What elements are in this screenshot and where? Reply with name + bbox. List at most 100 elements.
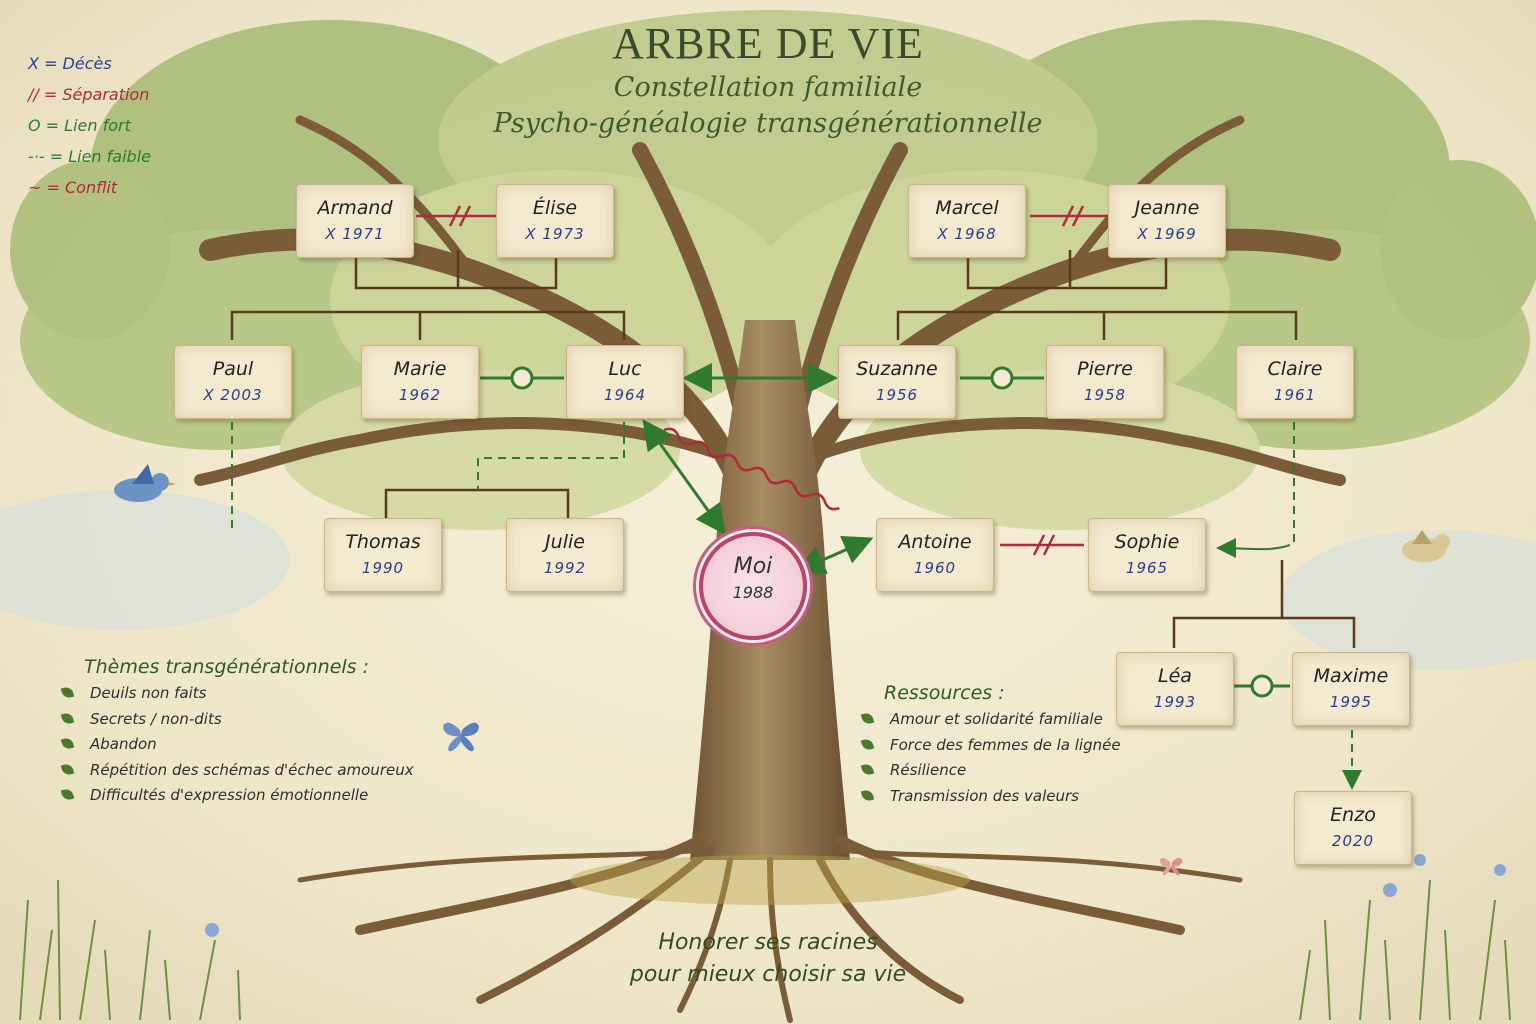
- resources-panel: Ressources : Amour et solidarité familia…: [862, 682, 1162, 812]
- person-year: 1964: [603, 386, 647, 404]
- person-antoine: Antoine 1960: [876, 518, 994, 592]
- themes-panel: Thèmes transgénérationnels : Deuils non …: [62, 656, 442, 812]
- person-julie: Julie 1992: [506, 518, 624, 592]
- legend-item-separation: // = Séparation: [28, 79, 151, 110]
- resource-item: Amour et solidarité familiale: [862, 710, 1162, 736]
- flower-icons: [205, 854, 1506, 937]
- legend-symbol: ~: [28, 178, 42, 197]
- legend-item-strong-link: O = Lien fort: [28, 110, 151, 141]
- conflict-link: [663, 427, 840, 511]
- person-year: 1990: [361, 559, 405, 577]
- legend-item-death: X = Décès: [28, 48, 151, 79]
- resource-item: Transmission des valeurs: [862, 787, 1162, 813]
- person-jeanne: Jeanne X 1969: [1108, 184, 1226, 258]
- weak-links: [231, 422, 1353, 778]
- legend-label: = Lien fort: [45, 116, 131, 135]
- legend-symbol: O: [28, 116, 41, 135]
- person-year: 1965: [1125, 559, 1169, 577]
- theme-item: Abandon: [62, 735, 442, 761]
- themes-title: Thèmes transgénérationnels :: [84, 656, 369, 678]
- person-name: Moi: [733, 554, 773, 579]
- sky-wash-left: [0, 490, 290, 630]
- person-year: X 1969: [1137, 225, 1197, 243]
- person-year: 1962: [398, 386, 442, 404]
- person-year: 1993: [1153, 693, 1197, 711]
- person-year: 1988: [732, 583, 774, 602]
- legend-label: = Séparation: [43, 85, 150, 104]
- theme-item: Deuils non faits: [62, 684, 442, 710]
- person-claire: Claire 1961: [1236, 345, 1354, 419]
- subtitle-psychogenealogy: Psycho-généalogie transgénérationnelle: [493, 108, 1043, 139]
- legend-label: = Lien faible: [49, 147, 151, 166]
- person-sophie: Sophie 1965: [1088, 518, 1206, 592]
- person-year: X 2003: [203, 386, 263, 404]
- person-year: 1995: [1329, 693, 1373, 711]
- person-year: 1992: [543, 559, 587, 577]
- person-marcel: Marcel X 1968: [908, 184, 1026, 258]
- person-name: Paul: [212, 358, 254, 380]
- person-name: Jeanne: [1134, 197, 1200, 219]
- grass-left: [19, 879, 241, 1021]
- butterfly-icon-blue: [443, 722, 479, 752]
- person-name: Luc: [608, 358, 642, 380]
- legend-label: = Conflit: [46, 178, 118, 197]
- person-name: Maxime: [1313, 665, 1389, 687]
- person-year: X 1971: [325, 225, 385, 243]
- bird-icon-right: [1402, 530, 1450, 562]
- separation-links: [416, 205, 1108, 556]
- person-year: X 1968: [937, 225, 997, 243]
- person-name: Pierre: [1077, 358, 1133, 380]
- person-year: X 1973: [525, 225, 585, 243]
- strong-links: [480, 363, 1291, 698]
- person-name: Suzanne: [856, 358, 938, 380]
- person-name: Antoine: [898, 531, 972, 553]
- roots: [297, 835, 1243, 1023]
- person-name: Marcel: [935, 197, 999, 219]
- person-name: Sophie: [1114, 531, 1180, 553]
- person-suzanne: Suzanne 1956: [838, 345, 956, 419]
- motto-line1: Honorer ses racines: [658, 930, 878, 955]
- legend-symbol: X: [28, 54, 39, 73]
- subtitle-constellation: Constellation familiale: [613, 72, 923, 103]
- person-name: Léa: [1158, 665, 1192, 687]
- person-thomas: Thomas 1990: [324, 518, 442, 592]
- person-name: Marie: [393, 358, 447, 380]
- person-name: Armand: [317, 197, 393, 219]
- resource-item: Résilience: [862, 761, 1162, 787]
- motto-line2: pour mieux choisir sa vie: [629, 962, 907, 987]
- person-elise: Élise X 1973: [496, 184, 614, 258]
- butterfly-icon-pink: [1159, 857, 1183, 876]
- person-armand: Armand X 1971: [296, 184, 414, 258]
- legend-symbol: -·-: [28, 147, 45, 166]
- page-title: ARBRE DE VIE: [612, 19, 924, 68]
- person-maxime: Maxime 1995: [1292, 652, 1410, 726]
- person-name: Enzo: [1330, 804, 1376, 826]
- person-year: 1958: [1083, 386, 1127, 404]
- resources-title: Ressources :: [884, 682, 1005, 704]
- person-luc: Luc 1964: [566, 345, 684, 419]
- person-name: Élise: [532, 197, 578, 219]
- bird-icon-left: [114, 464, 176, 502]
- legend: X = Décès // = Séparation O = Lien fort …: [28, 48, 151, 203]
- person-moi: Moi 1988: [699, 532, 807, 640]
- legend-item-weak-link: -·- = Lien faible: [28, 141, 151, 172]
- person-name: Thomas: [345, 531, 421, 553]
- theme-item: Difficultés d'expression émotionnelle: [62, 786, 442, 812]
- legend-item-conflict: ~ = Conflit: [28, 172, 151, 203]
- resource-item: Force des femmes de la lignée: [862, 736, 1162, 762]
- person-paul: Paul X 2003: [174, 345, 292, 419]
- ground-moss: [570, 855, 970, 905]
- theme-item: Secrets / non-dits: [62, 710, 442, 736]
- person-year: 1960: [913, 559, 957, 577]
- person-year: 1961: [1273, 386, 1317, 404]
- grass-right: [1299, 879, 1511, 1021]
- theme-item: Répétition des schémas d'échec amoureux: [62, 761, 442, 787]
- person-marie: Marie 1962: [361, 345, 479, 419]
- person-name: Julie: [545, 531, 585, 553]
- sky-wash-right: [1280, 530, 1536, 670]
- person-year: 1956: [875, 386, 919, 404]
- person-name: Claire: [1267, 358, 1323, 380]
- person-pierre: Pierre 1958: [1046, 345, 1164, 419]
- legend-label: = Décès: [44, 54, 112, 73]
